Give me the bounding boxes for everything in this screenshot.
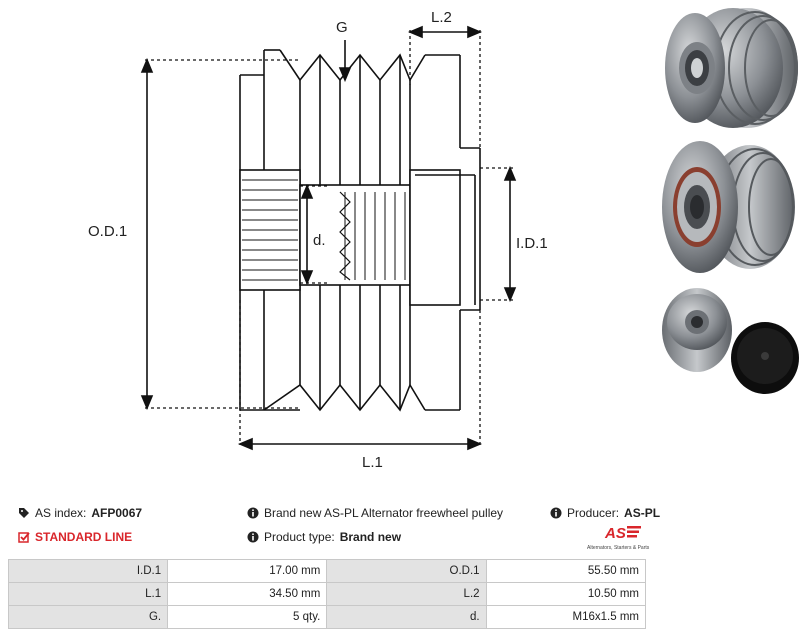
product-info: AS index: AFP0067 STANDARD LINE Brand ne… (0, 500, 800, 560)
as-index-value: AFP0067 (91, 506, 143, 520)
spec-key: I.D.1 (7, 559, 169, 583)
producer: Producer: AS-PL (550, 505, 660, 521)
spec-key: O.D.1 (326, 559, 487, 583)
producer-label: Producer: (567, 506, 620, 520)
standard-line-label: STANDARD LINE (35, 530, 133, 544)
checkbox-icon (18, 532, 30, 543)
spec-key: d. (326, 605, 487, 629)
spec-value: 10.50 mm (485, 582, 647, 606)
label-od1: O.D.1 (88, 223, 127, 240)
spec-value: M16x1.5 mm (485, 605, 647, 629)
spec-value: 34.50 mm (167, 582, 328, 606)
standard-line: STANDARD LINE (18, 529, 132, 545)
info-icon (247, 531, 259, 543)
producer-value: AS-PL (624, 506, 661, 520)
product-type-label: Product type: (264, 530, 335, 544)
spec-key: L.1 (7, 582, 169, 606)
spec-value: 17.00 mm (167, 559, 328, 583)
product-photos (655, 0, 800, 400)
as-pl-logo: AS Alternators, Starters & Parts (585, 522, 655, 552)
label-g: G (336, 19, 348, 36)
label-id1: I.D.1 (516, 235, 548, 252)
info-icon (247, 507, 259, 519)
pulley-photo-front (665, 8, 798, 128)
technical-drawing: G L.2 O.D.1 d. I.D.1 L.1 (88, 9, 548, 471)
description: Brand new AS-PL Alternator freewheel pul… (247, 505, 503, 521)
label-l1: L.1 (362, 454, 383, 471)
logo-mark: AS (604, 525, 626, 542)
spec-value: 5 qty. (167, 605, 328, 629)
spec-value: 55.50 mm (485, 559, 647, 583)
logo-tagline: Alternators, Starters & Parts (587, 545, 650, 551)
pulley-photo-rear (662, 141, 795, 273)
label-d: d. (313, 232, 326, 249)
spec-key: G. (7, 605, 169, 629)
as-index: AS index: AFP0067 (18, 505, 142, 521)
pulley-photo-with-cap (662, 288, 799, 394)
description-text: Brand new AS-PL Alternator freewheel pul… (264, 506, 504, 520)
table-row: G. 5 qty. d. M16x1.5 mm (7, 605, 647, 629)
product-type-value: Brand new (339, 530, 402, 544)
as-index-label: AS index: (35, 506, 87, 520)
product-type: Product type: Brand new (247, 529, 401, 545)
info-icon (550, 507, 562, 519)
spec-key: L.2 (326, 582, 487, 606)
table-row: I.D.1 17.00 mm O.D.1 55.50 mm (7, 559, 647, 583)
specs-table: I.D.1 17.00 mm O.D.1 55.50 mm L.1 34.50 … (7, 559, 647, 629)
tag-icon (19, 508, 29, 518)
table-row: L.1 34.50 mm L.2 10.50 mm (7, 582, 647, 606)
label-l2: L.2 (431, 9, 452, 26)
